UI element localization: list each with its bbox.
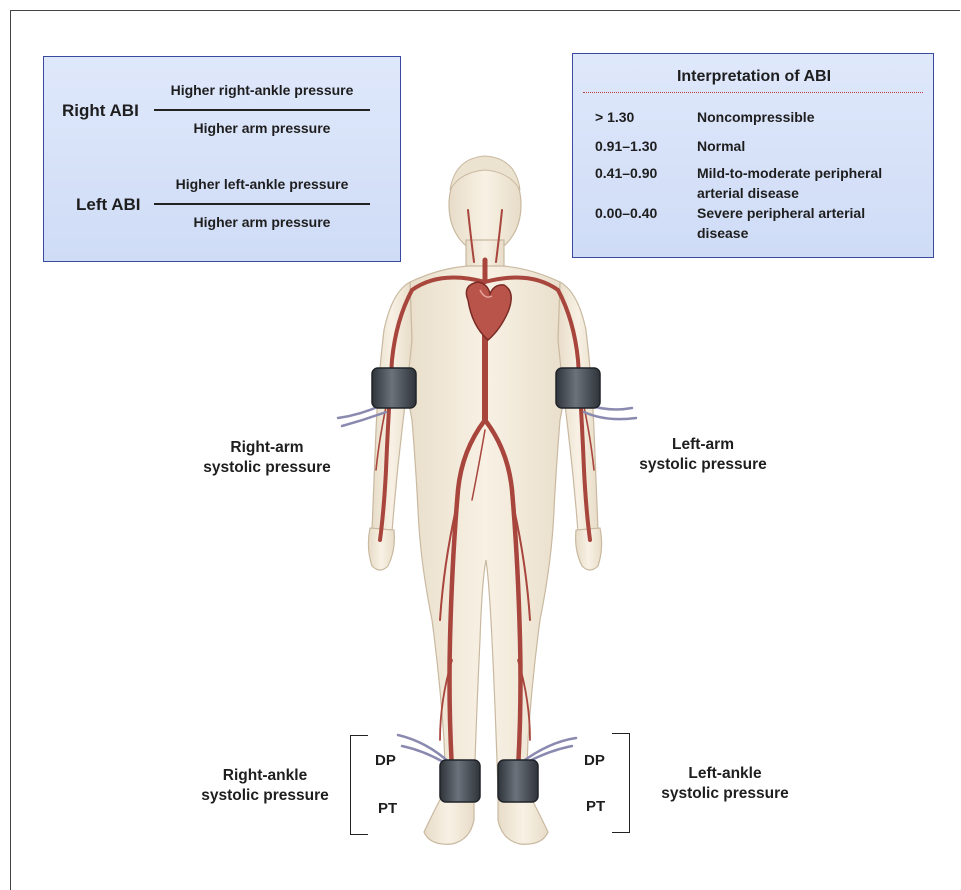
right-arm-cuff bbox=[372, 368, 416, 408]
left-arm-label-line-1: Left-arm bbox=[628, 435, 778, 455]
left-arm-label-line-2: systolic pressure bbox=[628, 455, 778, 475]
left-ankle-label: Left-ankle systolic pressure bbox=[650, 764, 800, 804]
right-dp-label: DP bbox=[375, 752, 396, 769]
left-arm-label: Left-arm systolic pressure bbox=[628, 435, 778, 475]
right-ankle-label-line-2: systolic pressure bbox=[190, 786, 340, 806]
right-pt-label: PT bbox=[378, 800, 397, 817]
left-ankle-bracket bbox=[612, 733, 630, 833]
right-ankle-cuff bbox=[440, 760, 480, 802]
left-ankle-label-line-2: systolic pressure bbox=[650, 784, 800, 804]
right-arm-label-line-2: systolic pressure bbox=[192, 458, 342, 478]
right-ankle-bracket bbox=[350, 735, 368, 835]
right-ankle-label-line-1: Right-ankle bbox=[190, 766, 340, 786]
left-ankle-cuff bbox=[498, 760, 538, 802]
left-ankle-label-line-1: Left-ankle bbox=[650, 764, 800, 784]
right-arm-label-line-1: Right-arm bbox=[192, 438, 342, 458]
left-pt-label: PT bbox=[586, 798, 605, 815]
left-arm-cuff bbox=[556, 368, 600, 408]
right-ankle-label: Right-ankle systolic pressure bbox=[190, 766, 340, 806]
left-dp-label: DP bbox=[584, 752, 605, 769]
right-arm-label: Right-arm systolic pressure bbox=[192, 438, 342, 478]
